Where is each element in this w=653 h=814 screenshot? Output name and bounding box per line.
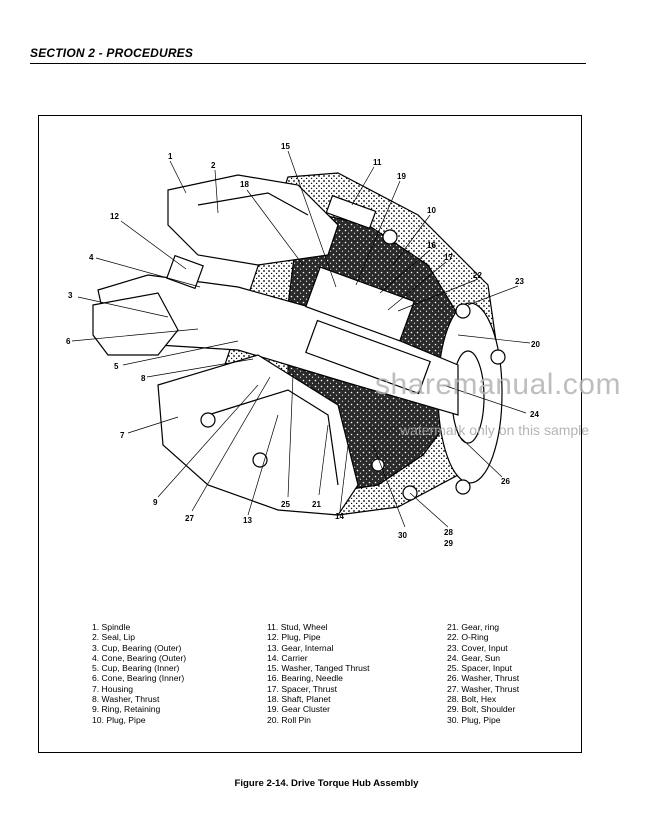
section-header: SECTION 2 - PROCEDURES: [30, 46, 194, 60]
spindle-flange: [92, 292, 179, 356]
legend-item: 4. Cone, Bearing (Outer): [92, 652, 187, 663]
callout-21: 21: [312, 500, 321, 509]
callout-29: 29: [444, 539, 453, 548]
callout-26: 26: [501, 477, 510, 486]
legend-item: 29. Bolt, Shoulder: [447, 704, 516, 715]
legend-item: 16. Bearing, Needle: [267, 673, 343, 684]
callout-14: 14: [335, 512, 344, 521]
callout-19: 19: [397, 172, 406, 181]
callout-27: 27: [185, 514, 194, 523]
legend-item: 30. Plug, Pipe: [447, 714, 501, 725]
bolt-hole: [252, 452, 268, 468]
gear-cluster: [305, 266, 415, 342]
callout-18: 18: [240, 180, 249, 189]
callout-23: 23: [515, 277, 524, 286]
callout-20: 20: [531, 340, 540, 349]
callout-30: 30: [398, 531, 407, 540]
callout-labels: 1 2 3 4 5 6 7 8 9 10 11 12 13 14 15 16 1…: [66, 142, 540, 548]
watermark-text: sharemanual.com: [375, 368, 621, 401]
legend-item: 27. Washer, Thrust: [447, 683, 520, 694]
parts-legend-column-3: 21. Gear, ring 22. O-Ring 23. Cover, Inp…: [447, 622, 519, 725]
callout-22: 22: [473, 271, 482, 280]
callout-6: 6: [66, 337, 71, 346]
bolt-hole: [200, 412, 216, 428]
legend-item: 23. Cover, Input: [447, 642, 508, 653]
legend-item: 26. Washer, Thrust: [447, 673, 520, 684]
legend-item: 12. Plug, Pipe: [267, 632, 321, 643]
legend-item: 6. Cone, Bearing (Inner): [92, 673, 185, 684]
bolt-hole: [382, 229, 398, 245]
watermark-subtext: watermark only on this sample: [400, 422, 590, 438]
legend-item: 18. Shaft, Planet: [267, 694, 331, 705]
legend-item: 28. Bolt, Hex: [447, 694, 497, 705]
figure-frame: [38, 115, 582, 753]
legend-item: 8. Washer, Thrust: [92, 694, 160, 705]
hub-drawing-body: [92, 172, 506, 516]
legend-item: 5. Cup, Bearing (Inner): [92, 663, 180, 674]
parts-legend-column-1: 1. Spindle 2. Seal, Lip 3. Cup, Bearing …: [92, 622, 186, 725]
legend-item: 14. Carrier: [267, 652, 308, 663]
bolt-hole: [371, 458, 385, 472]
header-rule: [30, 63, 586, 64]
legend-item: 15. Washer, Tanged Thrust: [267, 663, 370, 674]
callout-24: 24: [530, 410, 539, 419]
callout-12: 12: [110, 212, 119, 221]
legend-item: 11. Stud, Wheel: [267, 622, 328, 632]
legend-item: 9. Ring, Retaining: [92, 704, 161, 715]
legend-item: 22. O-Ring: [447, 632, 489, 643]
bolt-hole: [455, 303, 471, 319]
legend-item: 19. Gear Cluster: [267, 704, 331, 715]
callout-28: 28: [444, 528, 453, 537]
callout-13: 13: [243, 516, 252, 525]
housing-flange: [157, 354, 359, 516]
legend-item: 13. Gear, Internal: [267, 642, 334, 653]
bolt-hole: [490, 349, 506, 365]
parts-legend-column-2: 11. Stud, Wheel 12. Plug, Pipe 13. Gear,…: [267, 622, 370, 725]
legend-item: 21. Gear, ring: [447, 622, 500, 632]
leader-lines: [71, 150, 531, 528]
legend-item: 20. Roll Pin: [267, 714, 311, 725]
callout-4: 4: [89, 253, 94, 262]
legend-item: 24. Gear, Sun: [447, 652, 501, 663]
callout-8: 8: [141, 374, 146, 383]
callout-7: 7: [120, 431, 125, 440]
callout-9: 9: [153, 498, 158, 507]
callout-16: 16: [427, 241, 436, 250]
callout-5: 5: [114, 362, 119, 371]
legend-item: 10. Plug, Pipe: [92, 714, 146, 725]
callout-1: 1: [168, 152, 173, 161]
callout-25: 25: [281, 500, 290, 509]
bolt-hole: [455, 479, 471, 495]
torque-hub-drawing: 1 2 3 4 5 6 7 8 9 10 11 12 13 14 15 16 1…: [66, 142, 540, 548]
legend-item: 17. Spacer, Thrust: [267, 683, 338, 694]
callout-11: 11: [373, 158, 382, 167]
wheel-stud: [325, 194, 377, 230]
figure-caption: Figure 2-14. Drive Torque Hub Assembly: [234, 778, 419, 789]
legend-item: 7. Housing: [92, 683, 134, 694]
legend-item: 25. Spacer, Input: [447, 663, 512, 674]
callout-15: 15: [281, 142, 290, 151]
legend-item: 3. Cup, Bearing (Outer): [92, 642, 182, 653]
sun-gear: [305, 319, 431, 395]
legend-item: 2. Seal, Lip: [92, 632, 135, 643]
top-flange: [167, 174, 339, 266]
callout-2: 2: [211, 161, 216, 170]
callout-17: 17: [444, 253, 453, 262]
callout-3: 3: [68, 291, 73, 300]
callout-10: 10: [427, 206, 436, 215]
legend-item: 1. Spindle: [92, 622, 131, 632]
